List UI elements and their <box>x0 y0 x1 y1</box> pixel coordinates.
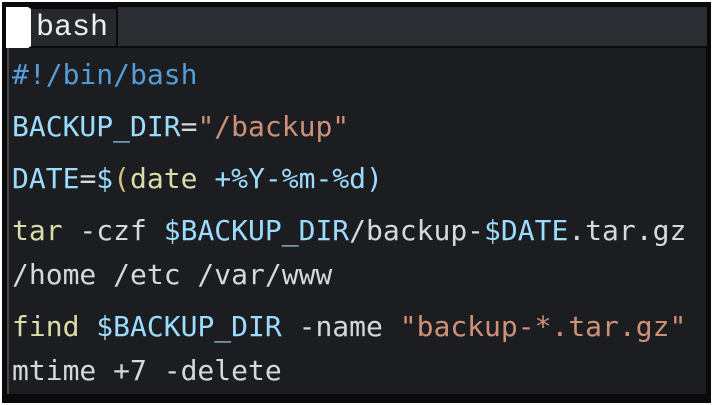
code-token-plain: = <box>79 162 97 195</box>
code-token-variable: $BACKUP_DIR <box>163 214 350 247</box>
code-token-variable: +%Y-%m-%d <box>214 162 367 195</box>
code-line: #!/bin/bash <box>12 53 706 97</box>
code-line: BACKUP_DIR="/backup" <box>12 105 706 149</box>
code-line: find $BACKUP_DIR -name "backup-*.tar.gz"… <box>12 305 706 349</box>
code-token-plain <box>79 310 96 343</box>
code-token-plain: /backup- <box>349 214 485 247</box>
code-token-plain: .tar.gz <box>568 214 687 247</box>
tab-bash[interactable]: bash <box>28 7 119 48</box>
code-line: tar -czf $BACKUP_DIR/backup-$DATE.tar.gz <box>12 209 706 253</box>
code-line-wrapped: /home /etc /var/www <box>12 253 706 297</box>
code-token-string: "backup-*.tar.gz" <box>399 310 687 343</box>
code-line: DATE=$(date +%Y-%m-%d) <box>12 157 706 201</box>
code-token-plain <box>197 162 214 195</box>
code-token-shebang: #!/bin/bash <box>12 58 198 91</box>
code-token-plain: -czf <box>62 214 164 247</box>
code-token-variable: BACKUP_DIR <box>12 110 181 143</box>
tab-bar-left-edge <box>2 7 6 48</box>
tab-bar: bash <box>2 2 711 48</box>
code-token-command: date <box>130 162 198 195</box>
code-line-wrapped: mtime +7 -delete <box>12 349 706 393</box>
code-token-string: "/backup" <box>197 110 350 143</box>
code-token-variable: $BACKUP_DIR <box>96 310 282 343</box>
code-token-command: find <box>12 310 80 343</box>
code-token-plain: - <box>686 310 706 343</box>
tab-bar-gap <box>6 7 28 48</box>
code-token-variable: DATE <box>12 162 80 195</box>
tab-bash-label: bash <box>36 10 109 45</box>
tab-bar-fill <box>118 7 707 48</box>
code-token-variable: $ <box>96 162 114 195</box>
code-token-plain: -name <box>281 310 400 343</box>
code-token-variable: $DATE <box>484 214 569 247</box>
code-token-plain: /home /etc /var/www <box>12 258 333 291</box>
code-token-bracket: ( <box>113 162 131 195</box>
code-token-plain: = <box>180 110 198 143</box>
code-token-plain: mtime +7 -delete <box>12 354 282 387</box>
code-token-variable: ) <box>366 162 383 195</box>
code-token-command: tar <box>12 214 63 247</box>
